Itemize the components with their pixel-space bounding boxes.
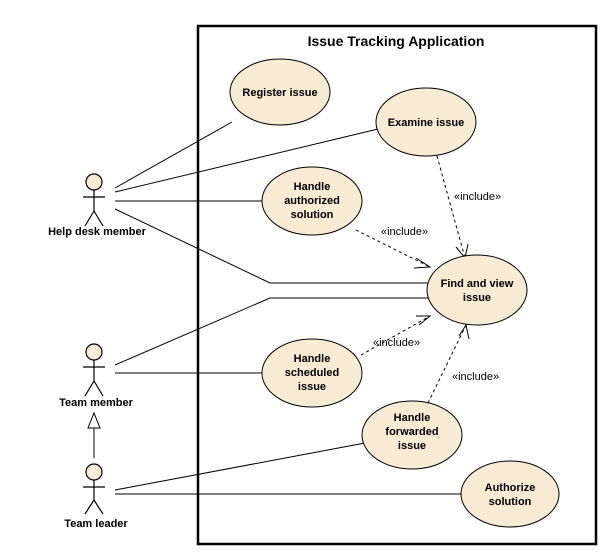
usecase-label-line-1: Handle: [394, 412, 431, 424]
usecase-ellipse: [426, 254, 528, 326]
actor-team-member[interactable]: Team member: [59, 343, 134, 409]
usecase-handle-authorized-solution[interactable]: Handle authorized solution: [261, 166, 363, 236]
usecase-label-line-3: issue: [398, 440, 426, 452]
include-scheduled-arrowhead: [416, 315, 432, 326]
usecase-ellipse: [261, 338, 363, 408]
usecase-ellipse: [460, 460, 560, 528]
include-forwarded-line: [427, 324, 467, 404]
usecase-label-line-1: Find and view: [441, 278, 514, 290]
usecase-label-line-2: solution: [489, 496, 532, 508]
include-scheduled-line: [360, 315, 431, 356]
usecase-label-line-3: issue: [298, 381, 326, 393]
usecase-handle-forwarded-issue[interactable]: Handle forwarded issue: [361, 400, 463, 470]
usecase-label-line-1: Authorize: [485, 482, 536, 494]
include-authorized-label: «include»: [381, 226, 428, 238]
usecase-label-line-2: scheduled: [285, 367, 339, 379]
include-scheduled-label: «include»: [373, 337, 420, 349]
usecase-handle-scheduled-issue[interactable]: Handle scheduled issue: [261, 338, 363, 408]
usecase-label-line-2: issue: [463, 292, 491, 304]
assoc-teammember-findview: [114, 297, 428, 366]
actor-label: Team leader: [64, 518, 128, 530]
assoc-helpdesk-examine: [114, 128, 379, 193]
usecase-find-and-view-issue[interactable]: Find and view issue: [426, 254, 528, 326]
include-forwarded-label: «include»: [452, 371, 499, 383]
usecase-label-line-2: authorized: [284, 195, 340, 207]
usecase-ellipse: [229, 58, 331, 126]
actor-label: Help desk member: [48, 226, 147, 238]
include-forwarded-arrowhead: [458, 323, 470, 340]
stick-figure-icon: [83, 173, 105, 227]
actor-help-desk-member[interactable]: Help desk member: [48, 173, 147, 238]
assoc-teamleader-forwarded: [114, 442, 366, 491]
actor-label: Team member: [59, 397, 133, 409]
usecase-ellipse: [375, 87, 477, 157]
system-boundary: [196, 24, 598, 546]
usecase-label-line-1: Handle: [294, 353, 331, 365]
system-title: Issue Tracking Application: [308, 33, 485, 49]
generalization-arrowhead: [87, 411, 101, 429]
usecase-label-line-3: solution: [291, 209, 334, 221]
usecase-register-issue[interactable]: Register issue: [229, 58, 331, 126]
usecase-authorize-solution[interactable]: Authorize solution: [460, 460, 560, 528]
include-authorized-arrowhead: [413, 257, 432, 269]
include-examine-line: [436, 155, 466, 259]
usecase-ellipse: [361, 400, 463, 470]
usecase-label-line-2: forwarded: [385, 426, 438, 438]
stick-figure-icon: [83, 343, 105, 397]
usecase-label: Register issue: [242, 87, 317, 99]
usecase-label-line-1: Handle: [294, 181, 331, 193]
assoc-helpdesk-findview: [114, 208, 428, 284]
assoc-helpdesk-register: [114, 121, 233, 189]
actor-team-leader[interactable]: Team leader: [64, 463, 128, 530]
usecase-label: Examine issue: [388, 117, 464, 129]
include-authorized-line: [355, 229, 431, 268]
stick-figure-icon: [83, 463, 105, 515]
usecase-ellipse: [261, 166, 363, 236]
include-examine-label: «include»: [454, 191, 501, 203]
usecase-examine-issue[interactable]: Examine issue: [375, 87, 477, 157]
